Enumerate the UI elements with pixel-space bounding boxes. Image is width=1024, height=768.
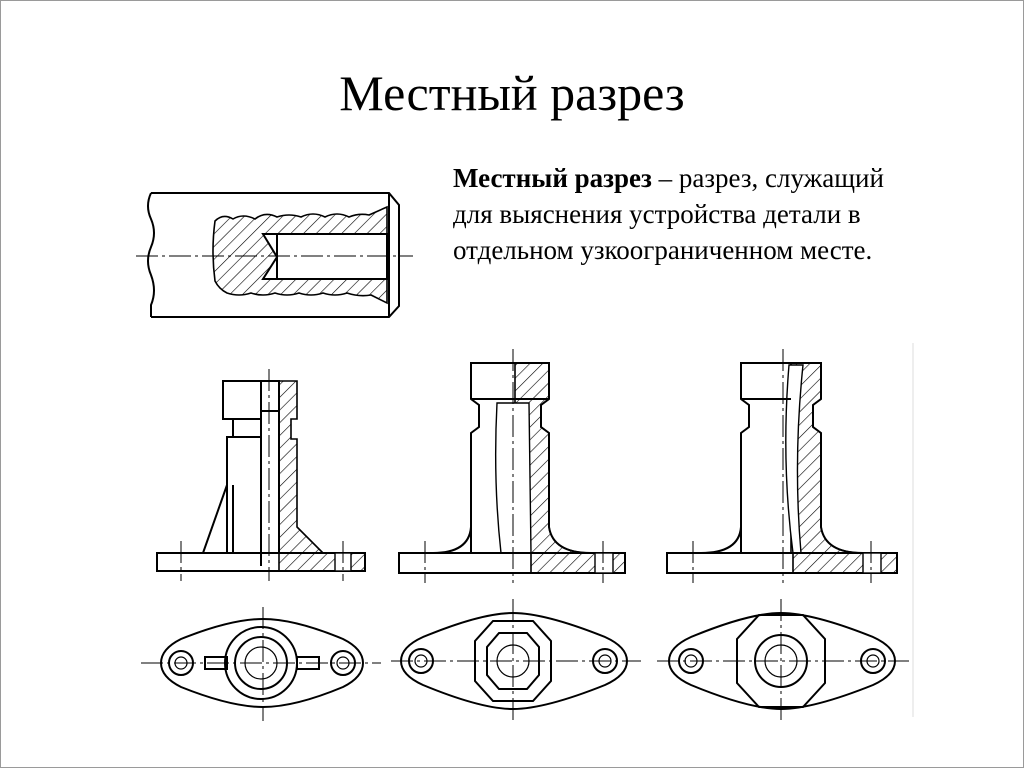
part2-front-view [398,349,626,583]
part1-front-view [156,369,366,581]
definition-term: Местный разрез [453,163,652,193]
shaft-drawing [136,192,413,318]
part3-front-view [666,343,914,717]
slide-title: Местный разрез [339,65,685,121]
part1-top-view [141,607,381,721]
part3-top-view [657,599,909,721]
part2-top-view [391,599,641,721]
definition-body: – разрез, служащий для выяснения устройс… [453,163,884,265]
definition-text: Местный разрез – разрез, служащий для вы… [453,161,923,269]
